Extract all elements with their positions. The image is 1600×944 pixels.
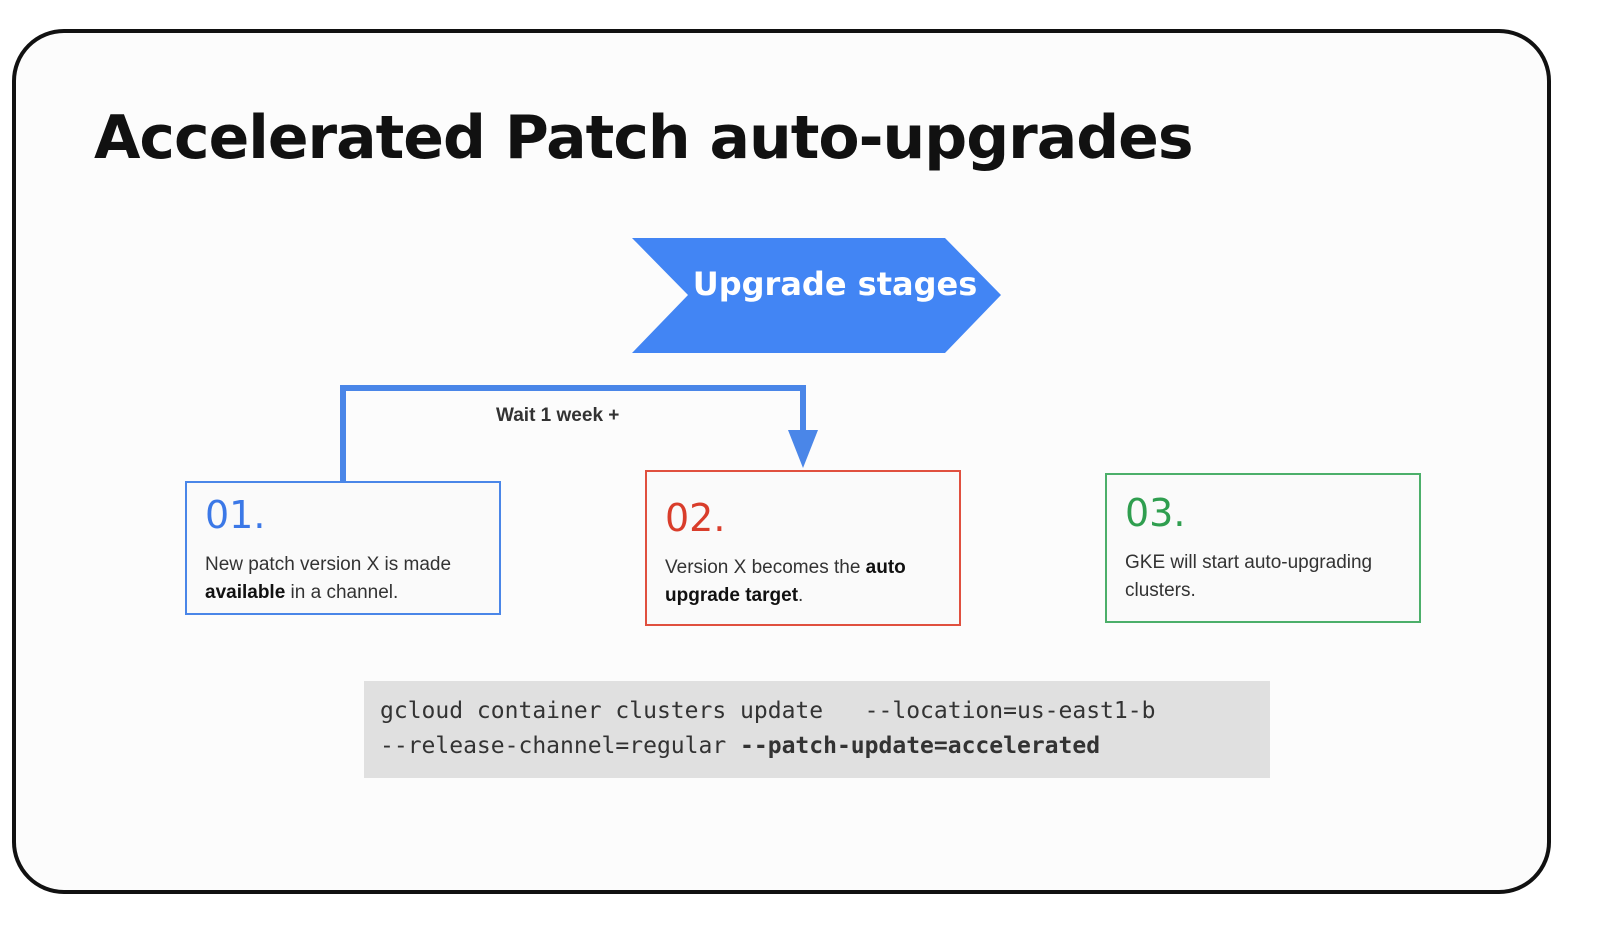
stage-description: GKE will start auto-upgrading clusters.: [1125, 552, 1373, 601]
command-line-1: gcloud container clusters update --locat…: [380, 698, 1156, 724]
stage-card-02: 02. Version X becomes the auto upgrade t…: [645, 470, 961, 626]
stage-card-01: 01. New patch version X is made availabl…: [185, 481, 501, 615]
stage-number: 01.: [205, 493, 266, 537]
upgrade-stages-banner: [632, 238, 1001, 353]
stage-number: 03.: [1125, 491, 1186, 535]
wait-connector-line: [340, 385, 806, 481]
stage-number: 02.: [665, 496, 726, 540]
wait-connector-arrowhead: [788, 430, 818, 468]
stage-description: New patch version X is made available in…: [205, 554, 452, 603]
command-line-2: --release-channel=regular --patch-update…: [380, 733, 1101, 759]
stage-card-03: 03. GKE will start auto-upgrading cluste…: [1105, 473, 1421, 623]
wait-label: Wait 1 week +: [496, 405, 620, 426]
slide-title: Accelerated Patch auto-upgrades: [94, 103, 1194, 173]
command-code-block: gcloud container clusters update --locat…: [364, 681, 1270, 778]
stage-description: Version X becomes the auto upgrade targe…: [665, 557, 906, 606]
banner-label: Upgrade stages: [692, 265, 978, 303]
